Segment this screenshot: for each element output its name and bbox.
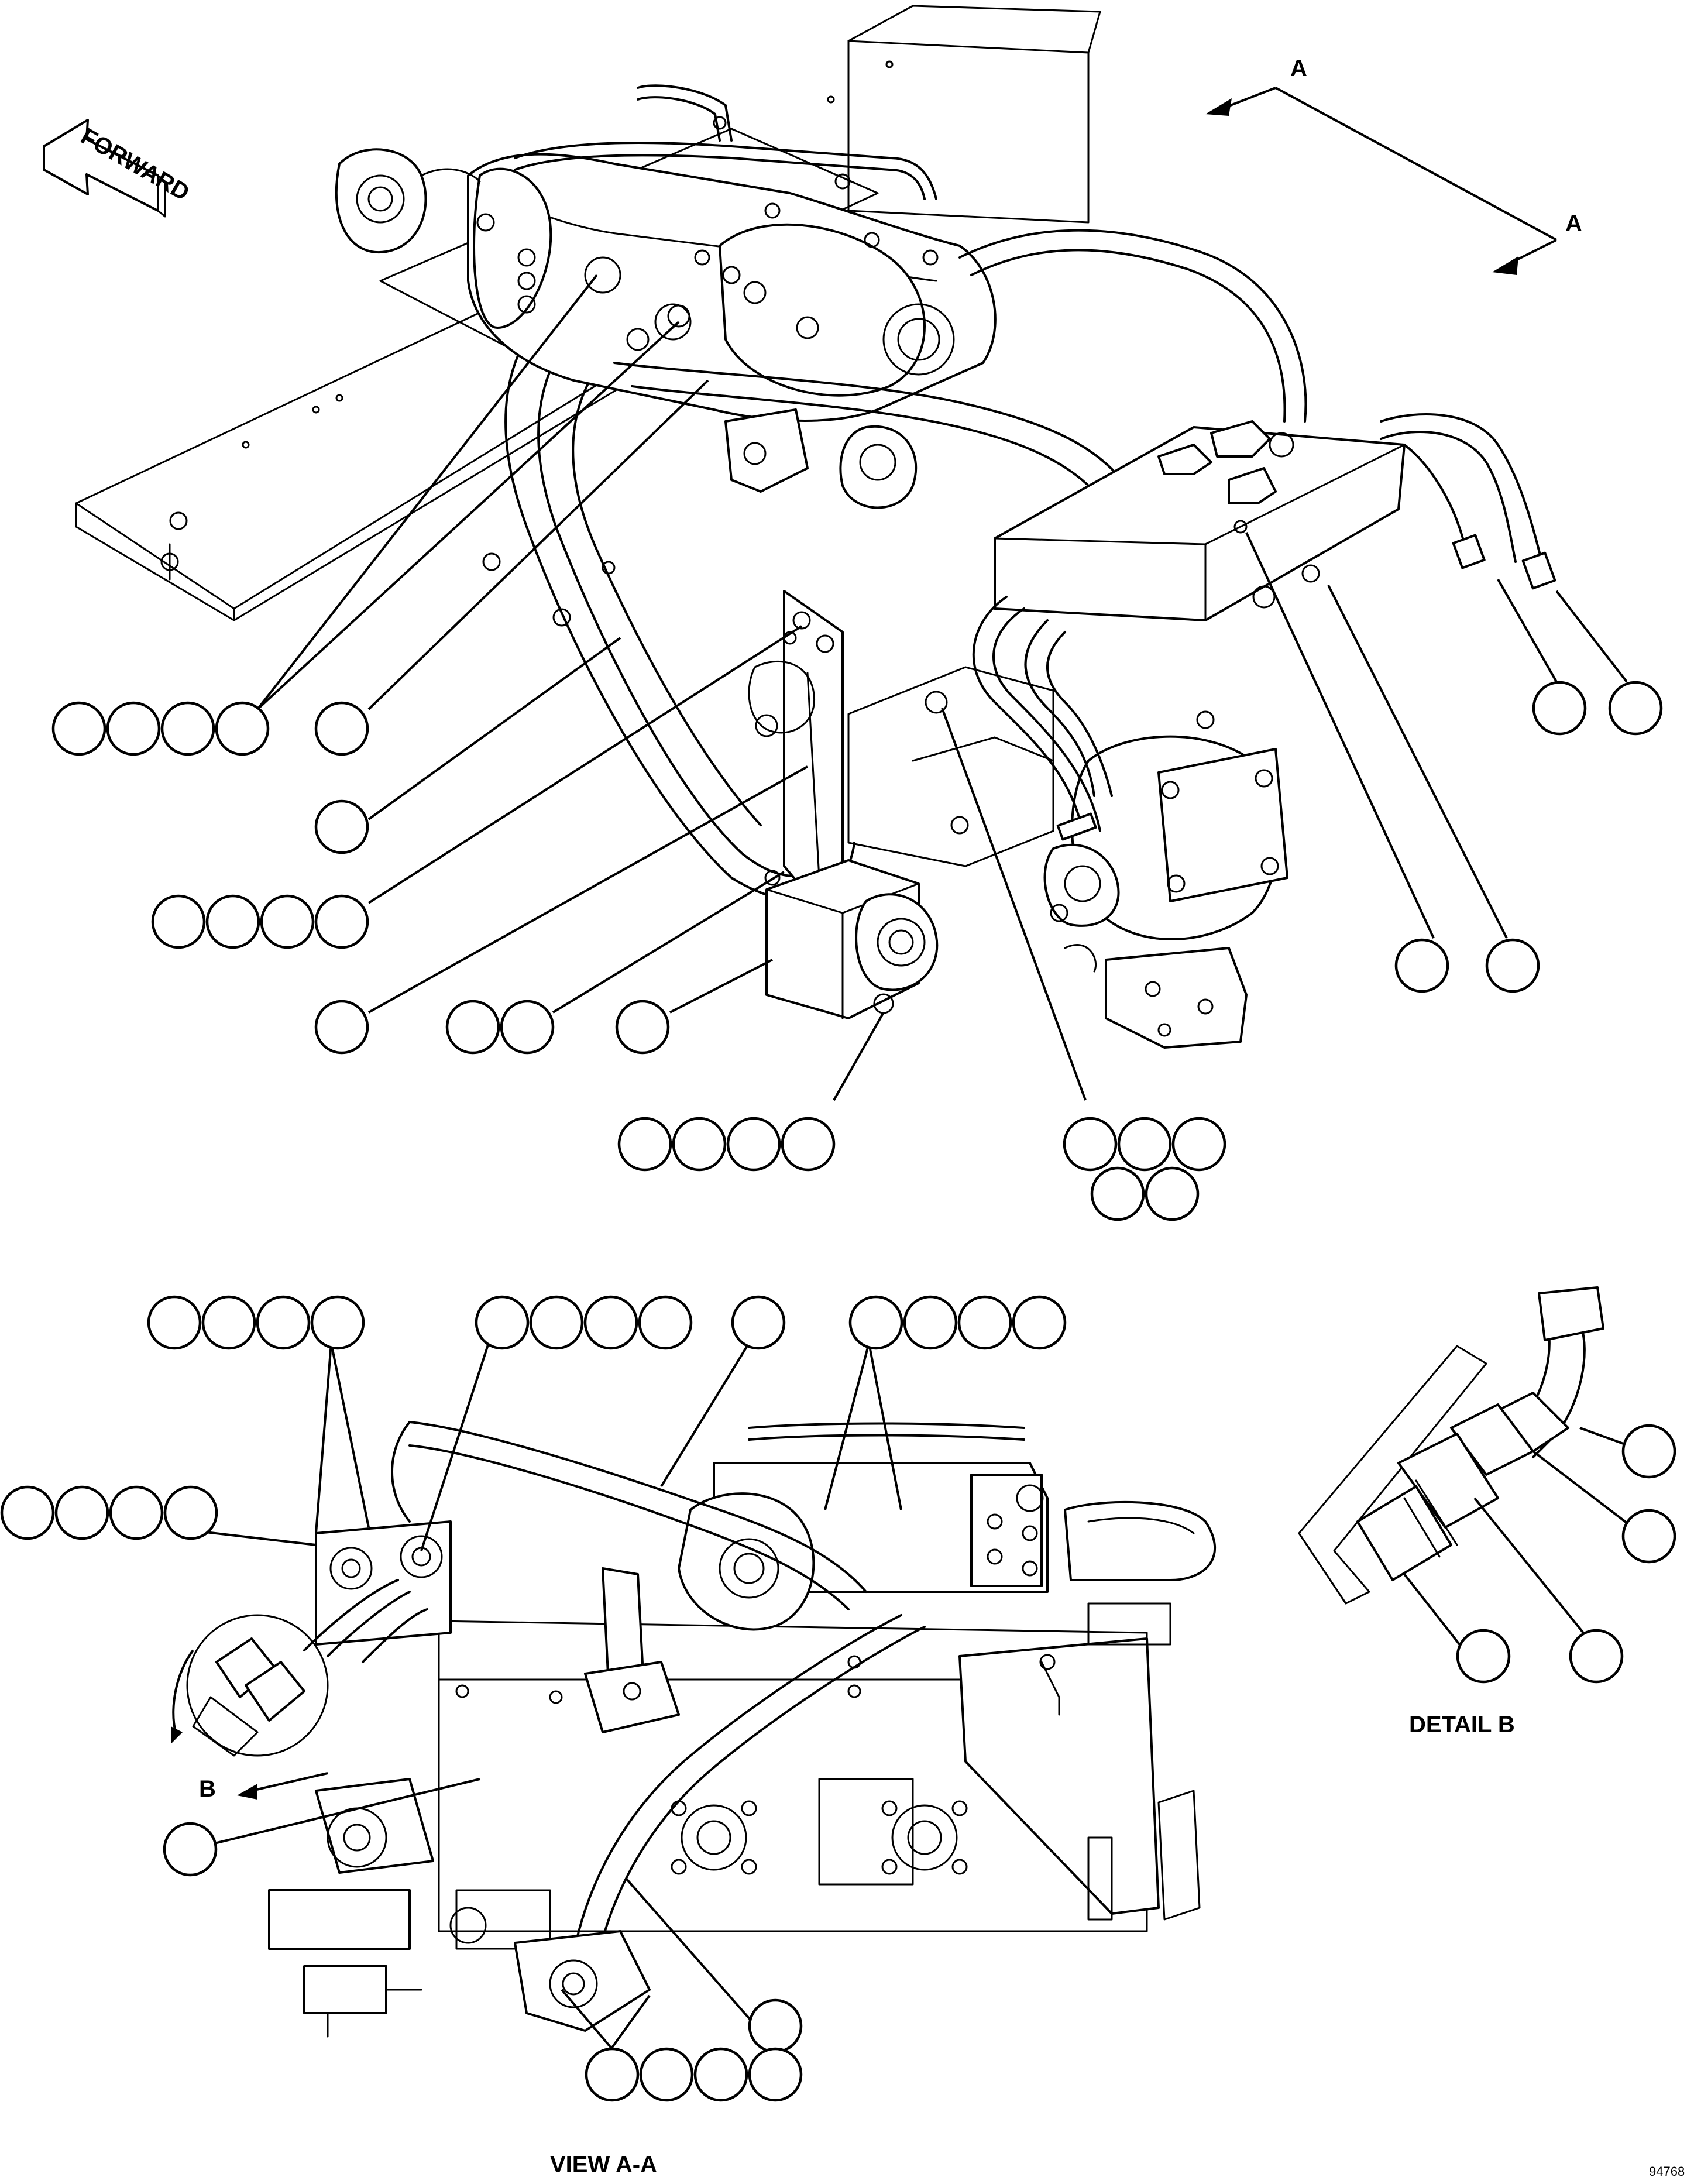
callout-circle — [314, 701, 369, 756]
callout-circle — [1145, 1166, 1200, 1221]
callout-circle — [731, 1295, 786, 1350]
callout-circle — [1090, 1166, 1145, 1221]
callout-circle — [160, 701, 215, 756]
callout-circle — [260, 894, 315, 949]
callout-circle — [314, 799, 369, 854]
callout-circle — [748, 2047, 803, 2102]
detail-b-callout: B — [171, 1614, 329, 1802]
view-upper-components — [678, 1422, 1217, 1716]
section-mark-a-top: A — [1290, 56, 1307, 81]
callout-circle — [314, 894, 369, 949]
callout-circle — [205, 894, 260, 949]
section-mark-b: B — [199, 1776, 216, 1802]
callout-circle — [903, 1295, 958, 1350]
section-arrow-icon: A A — [1205, 56, 1582, 275]
lower-pump-block — [748, 660, 939, 1019]
callout-circle — [163, 1822, 218, 1877]
view-callouts — [0, 1295, 1067, 2102]
callout-circle — [529, 1295, 584, 1350]
callout-circle — [500, 1000, 555, 1055]
callout-circle — [726, 1117, 781, 1172]
right-pump-assembly — [972, 596, 1288, 1049]
callout-circle — [475, 1295, 530, 1350]
detail-title: DETAIL B — [1409, 1712, 1515, 1737]
upper-pump-block — [335, 148, 997, 509]
callout-circle — [693, 2047, 748, 2102]
callout-circle — [109, 1485, 164, 1540]
callout-circle — [310, 1295, 365, 1350]
callout-circle — [615, 1000, 670, 1055]
main-view-callouts — [51, 681, 1663, 1221]
callout-circle — [0, 1485, 55, 1540]
view-diagonal-tube — [391, 1421, 926, 2008]
callout-circle — [1608, 681, 1663, 736]
callout-circle — [957, 1295, 1012, 1350]
callout-circle — [748, 1998, 803, 2053]
callout-circle — [201, 1295, 256, 1350]
callout-circle — [1485, 938, 1540, 993]
callout-circle — [638, 1295, 693, 1350]
callout-circle — [583, 1295, 638, 1350]
figure-number: 94768 — [1649, 2164, 1685, 2179]
detail-b-view: DETAIL B — [1298, 1286, 1676, 1737]
upper-tube — [613, 229, 1307, 545]
callout-circle — [1394, 938, 1449, 993]
callout-circle — [51, 701, 106, 756]
view-left-block — [268, 1520, 651, 2038]
callout-circle — [256, 1295, 311, 1350]
callout-circle — [147, 1295, 202, 1350]
callout-circle — [781, 1117, 836, 1172]
section-mark-a-right: A — [1565, 211, 1582, 236]
callout-circle — [1621, 1424, 1676, 1479]
callout-circle — [163, 1485, 218, 1540]
callout-circle — [314, 1000, 369, 1055]
callout-circle — [672, 1117, 727, 1172]
callout-circle — [54, 1485, 109, 1540]
callout-circle — [1621, 1509, 1676, 1564]
callout-circle — [1532, 681, 1587, 736]
callout-circle — [585, 2047, 640, 2102]
shaft-housing — [482, 552, 1054, 867]
callout-circle — [1569, 1629, 1624, 1684]
vertical-bracket — [783, 590, 844, 902]
callout-circle — [639, 2047, 694, 2102]
callout-circle — [215, 701, 270, 756]
main-view-leaders — [256, 274, 1628, 1101]
view-a-a: B — [0, 1295, 1217, 2178]
callout-circle — [1117, 1117, 1172, 1172]
callout-circle — [1012, 1295, 1067, 1350]
view-chassis — [438, 1620, 1201, 1932]
main-assembly-view: FORWARD — [43, 5, 1663, 1221]
top-hose — [514, 84, 937, 200]
forward-arrow-icon: FORWARD — [43, 119, 194, 218]
valve-block — [994, 413, 1556, 621]
callout-circle — [445, 1000, 500, 1055]
view-title: VIEW A-A — [550, 2152, 657, 2178]
callout-circle — [617, 1117, 672, 1172]
callout-circle — [1171, 1117, 1226, 1172]
callout-circle — [848, 1295, 903, 1350]
callout-circle — [106, 701, 161, 756]
callout-circle — [1456, 1629, 1511, 1684]
callout-circle — [151, 894, 206, 949]
callout-circle — [1063, 1117, 1118, 1172]
view-leaders — [190, 1342, 902, 2049]
